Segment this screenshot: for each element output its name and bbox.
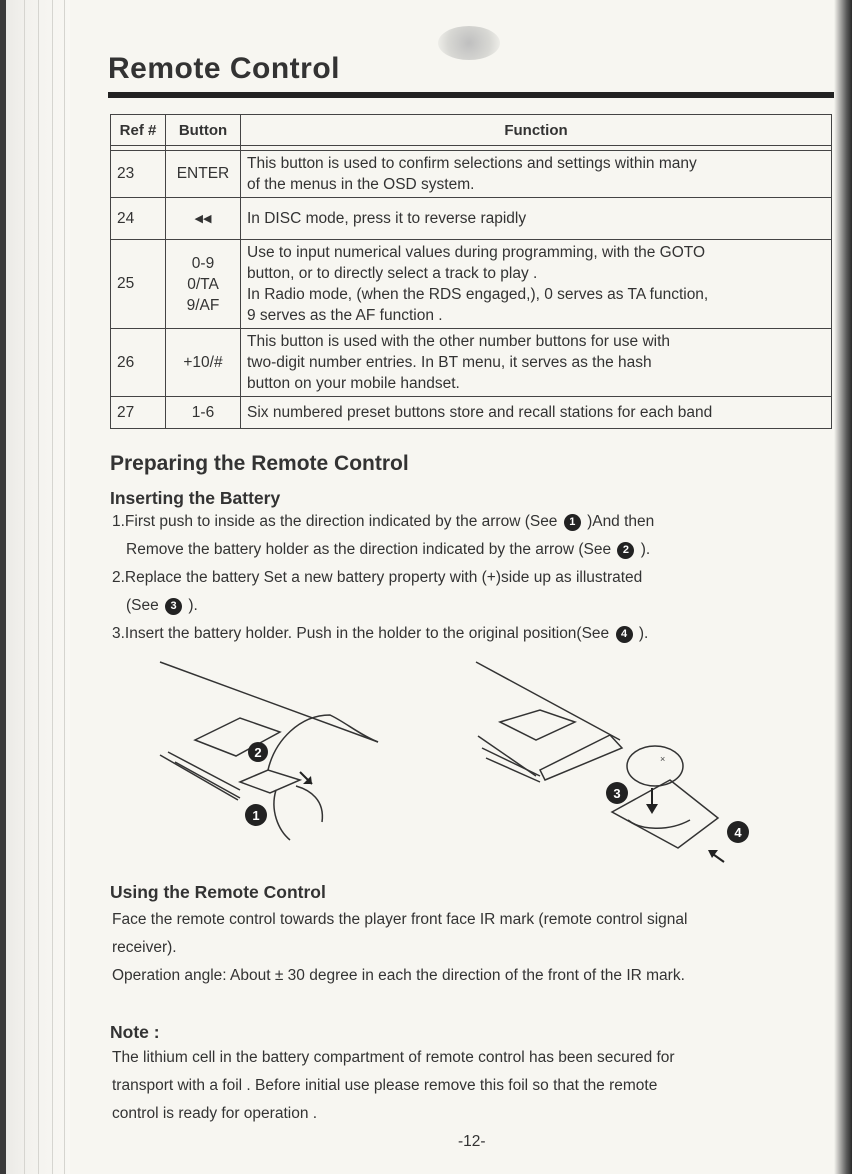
- battery-instructions: 1.First push to inside as the direction …: [112, 508, 654, 648]
- header-button: Button: [165, 114, 241, 146]
- subheading-using-remote: Using the Remote Control: [110, 882, 326, 902]
- step-2-line-2: (See 3 ).: [126, 597, 198, 615]
- marker-2-icon: 2: [617, 542, 635, 559]
- table-row: 23 ENTER This button is used to confirm …: [110, 150, 832, 198]
- row-function: Six numbered preset buttons store and re…: [240, 396, 832, 429]
- rewind-icon: ◀◀: [194, 213, 212, 225]
- function-line: 9 serves as the AF function .: [247, 307, 443, 324]
- page-number: -12-: [458, 1133, 486, 1150]
- function-line: two-digit number entries. In BT menu, it…: [247, 354, 652, 371]
- binding-spine: [0, 0, 70, 1174]
- function-line: This button is used to confirm selection…: [247, 155, 697, 172]
- row-function: Use to input numerical values during pro…: [240, 239, 832, 329]
- function-line: of the menus in the OSD system.: [247, 176, 475, 193]
- note-heading: Note :: [110, 1022, 160, 1042]
- row-button: 0-9 0/TA 9/AF: [165, 239, 241, 329]
- remote-left-markers: 2 1: [245, 742, 313, 826]
- function-line: button on your mobile handset.: [247, 375, 460, 392]
- title-rule: [108, 92, 834, 98]
- step-1-line-2: Remove the battery holder as the directi…: [126, 541, 651, 559]
- svg-text:2: 2: [254, 745, 261, 760]
- header-function: Function: [240, 114, 832, 146]
- row-function: This button is used to confirm selection…: [240, 150, 832, 198]
- button-line: 0/TA: [187, 275, 219, 293]
- svg-text:3: 3: [613, 786, 620, 801]
- note-line-1: The lithium cell in the battery compartm…: [112, 1049, 675, 1066]
- step-3: 3.Insert the battery holder. Push in the…: [112, 625, 649, 643]
- row-function: This button is used with the other numbe…: [240, 328, 832, 397]
- remote-right-markers: × 3 4: [606, 754, 749, 863]
- button-line: ENTER: [176, 165, 230, 182]
- function-line: Use to input numerical values during pro…: [247, 244, 706, 261]
- button-line: 1-6: [191, 403, 215, 421]
- spine-line: [52, 0, 53, 1174]
- row-button: +10/#: [165, 328, 241, 397]
- svg-text:×: ×: [660, 754, 665, 764]
- row-ref: 25: [110, 239, 166, 329]
- svg-text:1: 1: [252, 808, 259, 823]
- row-button: ◀◀: [165, 197, 241, 240]
- row-ref: 23: [110, 150, 166, 198]
- button-line: +10/#: [183, 353, 223, 371]
- spine-line: [24, 0, 25, 1174]
- button-reference-table: Ref # Button Function 23 ENTER This butt…: [110, 114, 832, 429]
- row-ref: 27: [110, 396, 166, 429]
- remote-right-drawing: [475, 661, 720, 849]
- function-line: Six numbered preset buttons store and re…: [247, 404, 713, 421]
- remote-left-drawing: [159, 661, 379, 841]
- page-right-edge: [834, 0, 852, 1174]
- marker-4-icon: 4: [615, 626, 633, 643]
- button-line: 9/AF: [186, 296, 220, 314]
- note-line-3: control is ready for operation .: [112, 1105, 318, 1122]
- using-line-2: receiver).: [112, 939, 177, 956]
- note-line-2: transport with a foil . Before initial u…: [112, 1077, 658, 1094]
- table-row: 26 +10/# This button is used with the ot…: [110, 328, 832, 397]
- spine-line: [64, 0, 65, 1174]
- using-remote-text: Face the remote control towards the play…: [112, 906, 687, 990]
- step-1-line-1: 1.First push to inside as the direction …: [112, 513, 655, 531]
- note-text: The lithium cell in the battery compartm…: [112, 1044, 675, 1128]
- scan-smudge: [438, 26, 500, 60]
- svg-text:4: 4: [734, 825, 742, 840]
- using-line-3: Operation angle: About ± 30 degree in ea…: [112, 967, 685, 984]
- table-row: 25 0-9 0/TA 9/AF Use to input numerical va…: [110, 239, 832, 329]
- marker-3-icon: 3: [165, 598, 183, 615]
- step-2-line-1: 2.Replace the battery Set a new battery …: [112, 569, 643, 586]
- spine-line: [38, 0, 39, 1174]
- function-line: button, or to directly select a track to…: [247, 265, 538, 282]
- binding-edge: [0, 0, 6, 1174]
- page-title: Remote Control: [108, 52, 340, 85]
- function-line: This button is used with the other numbe…: [247, 333, 671, 350]
- table-header-row: Ref # Button Function: [110, 114, 832, 146]
- subheading-inserting-battery: Inserting the Battery: [110, 488, 281, 508]
- button-line: 0-9: [191, 254, 215, 272]
- row-button: 1-6: [165, 396, 241, 429]
- function-line: In Radio mode, (when the RDS engaged,), …: [247, 286, 709, 303]
- row-button: ENTER: [165, 150, 241, 198]
- using-line-1: Face the remote control towards the play…: [112, 911, 688, 928]
- table-row: 27 1-6 Six numbered preset buttons store…: [110, 396, 832, 429]
- function-line: In DISC mode, press it to reverse rapidl…: [247, 210, 527, 227]
- marker-1-icon: 1: [563, 514, 581, 531]
- section-heading-preparing: Preparing the Remote Control: [110, 452, 409, 475]
